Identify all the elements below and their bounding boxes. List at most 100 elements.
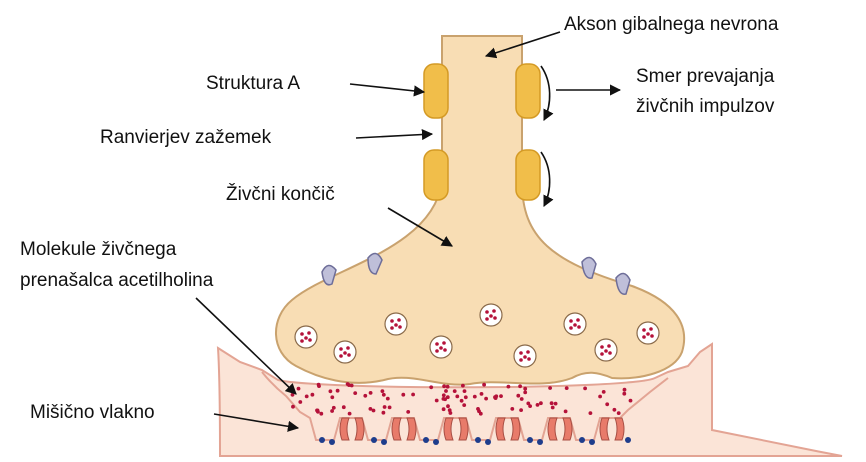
label-node: Ranvierjev zažemek (100, 127, 272, 148)
vesicle-molecule (390, 326, 394, 330)
acetylcholine-molecule (629, 399, 633, 403)
acetylcholine-molecule (613, 408, 617, 412)
acetylcholine-molecule (297, 387, 301, 391)
myelin-sheath-left-lower (424, 150, 448, 200)
label-terminal: Živčni končič (226, 183, 335, 205)
vesicle-molecule (608, 351, 612, 355)
acetylcholine-molecule (429, 385, 433, 389)
vesicle-molecule (650, 334, 654, 338)
vesicle-molecule (435, 349, 439, 353)
acetylcholine-molecule (598, 395, 602, 399)
receptor-site-dot (433, 439, 439, 445)
vesicle-molecule (347, 353, 351, 357)
vesicle-molecule (300, 332, 304, 336)
acetylcholine-molecule (442, 407, 446, 411)
acetylcholine-molecule (317, 384, 321, 388)
acetylcholine-molecule (479, 412, 483, 416)
acetylcholine-molecule (602, 390, 606, 394)
acetylcholine-molecule (480, 392, 484, 396)
label-direction-line1: Smer prevajanja (636, 66, 775, 87)
vesicle-molecule (304, 336, 308, 340)
vesicle-molecule (649, 327, 653, 331)
vesicle-molecule (577, 325, 581, 329)
pointer-node (356, 134, 432, 138)
acetylcholine-molecule (442, 393, 446, 397)
acetylcholine-molecule (382, 393, 386, 397)
acetylcholine-molecule (449, 411, 453, 415)
myelin-sheath-right-upper (516, 64, 540, 118)
acetylcholine-molecule (548, 386, 552, 390)
vesicle-molecule (600, 352, 604, 356)
acetylcholine-molecule (516, 394, 520, 398)
acetylcholine-molecule (382, 411, 386, 415)
acetylcholine-molecule (446, 404, 450, 408)
acetylcholine-molecule (406, 410, 410, 414)
acetylcholine-molecule (348, 412, 352, 416)
acetylcholine-molecule (329, 389, 333, 393)
vesicle-molecule (442, 341, 446, 345)
acetylcholine-molecule (346, 382, 350, 386)
acetylcholine-molecule (369, 391, 373, 395)
vesicle-molecule (519, 351, 523, 355)
vesicle-molecule (339, 354, 343, 358)
acetylcholine-molecule (550, 401, 554, 405)
acetylcholine-molecule (305, 395, 309, 399)
vesicle-molecule (642, 335, 646, 339)
acetylcholine-molecule (411, 393, 415, 397)
acetylcholine-molecule (519, 408, 523, 412)
acetylcholine-molecule (435, 399, 439, 403)
vesicle-molecule (527, 357, 531, 361)
acetylcholine-molecule (520, 397, 524, 401)
vesicle-molecule (394, 323, 398, 327)
acetylcholine-molecule (446, 385, 450, 389)
acetylcholine-molecule (332, 406, 336, 410)
acetylcholine-molecule (536, 403, 540, 407)
vesicle-molecule (346, 346, 350, 350)
acetylcholine-molecule (455, 395, 459, 399)
vesicle-molecule (300, 339, 304, 343)
vesicle-molecule (642, 328, 646, 332)
vesicle-molecule (492, 309, 496, 313)
vesicle-molecule (523, 355, 527, 359)
vesicle-molecule (607, 344, 611, 348)
acetylcholine-molecule (518, 384, 522, 388)
receptor-site-dot (371, 437, 377, 443)
vesicle-molecule (398, 325, 402, 329)
acetylcholine-molecule (464, 395, 468, 399)
acetylcholine-molecule (523, 391, 527, 395)
acetylcholine-molecule (473, 395, 477, 399)
acetylcholine-molecule (342, 405, 346, 409)
acetylcholine-molecule (386, 397, 390, 401)
nerve-terminal (276, 36, 684, 385)
acetylcholine-molecule (551, 406, 555, 410)
vesicle-molecule (526, 350, 530, 354)
acetylcholine-molecule (482, 383, 486, 387)
acetylcholine-molecule (494, 396, 498, 400)
label-structure-a: Struktura A (206, 73, 300, 94)
acetylcholine-molecule (463, 389, 467, 393)
vesicle-molecule (390, 319, 394, 323)
receptor-site-dot (423, 437, 429, 443)
receptor-site-dot (527, 437, 533, 443)
acetylcholine-molecule (442, 397, 446, 401)
vesicle-molecule (489, 314, 493, 318)
receptor-site-dot (475, 437, 481, 443)
acetylcholine-molecule (330, 409, 334, 413)
vesicle-molecule (646, 332, 650, 336)
vesicle-molecule (604, 349, 608, 353)
acetylcholine-molecule (622, 392, 626, 396)
acetylcholine-molecule (623, 388, 627, 392)
acetylcholine-molecule (617, 411, 621, 415)
impulse-direction-arrow-lower (541, 152, 550, 206)
receptor-site-dot (537, 439, 543, 445)
vesicle-molecule (435, 342, 439, 346)
receptor-site-dot (319, 437, 325, 443)
acetylcholine-molecule (291, 393, 295, 397)
vesicle-molecule (519, 358, 523, 362)
acetylcholine-molecule (462, 403, 466, 407)
vesicle-molecule (569, 326, 573, 330)
acetylcholine-molecule (336, 389, 340, 393)
acetylcholine-molecule (583, 387, 587, 391)
acetylcholine-molecule (381, 389, 385, 393)
